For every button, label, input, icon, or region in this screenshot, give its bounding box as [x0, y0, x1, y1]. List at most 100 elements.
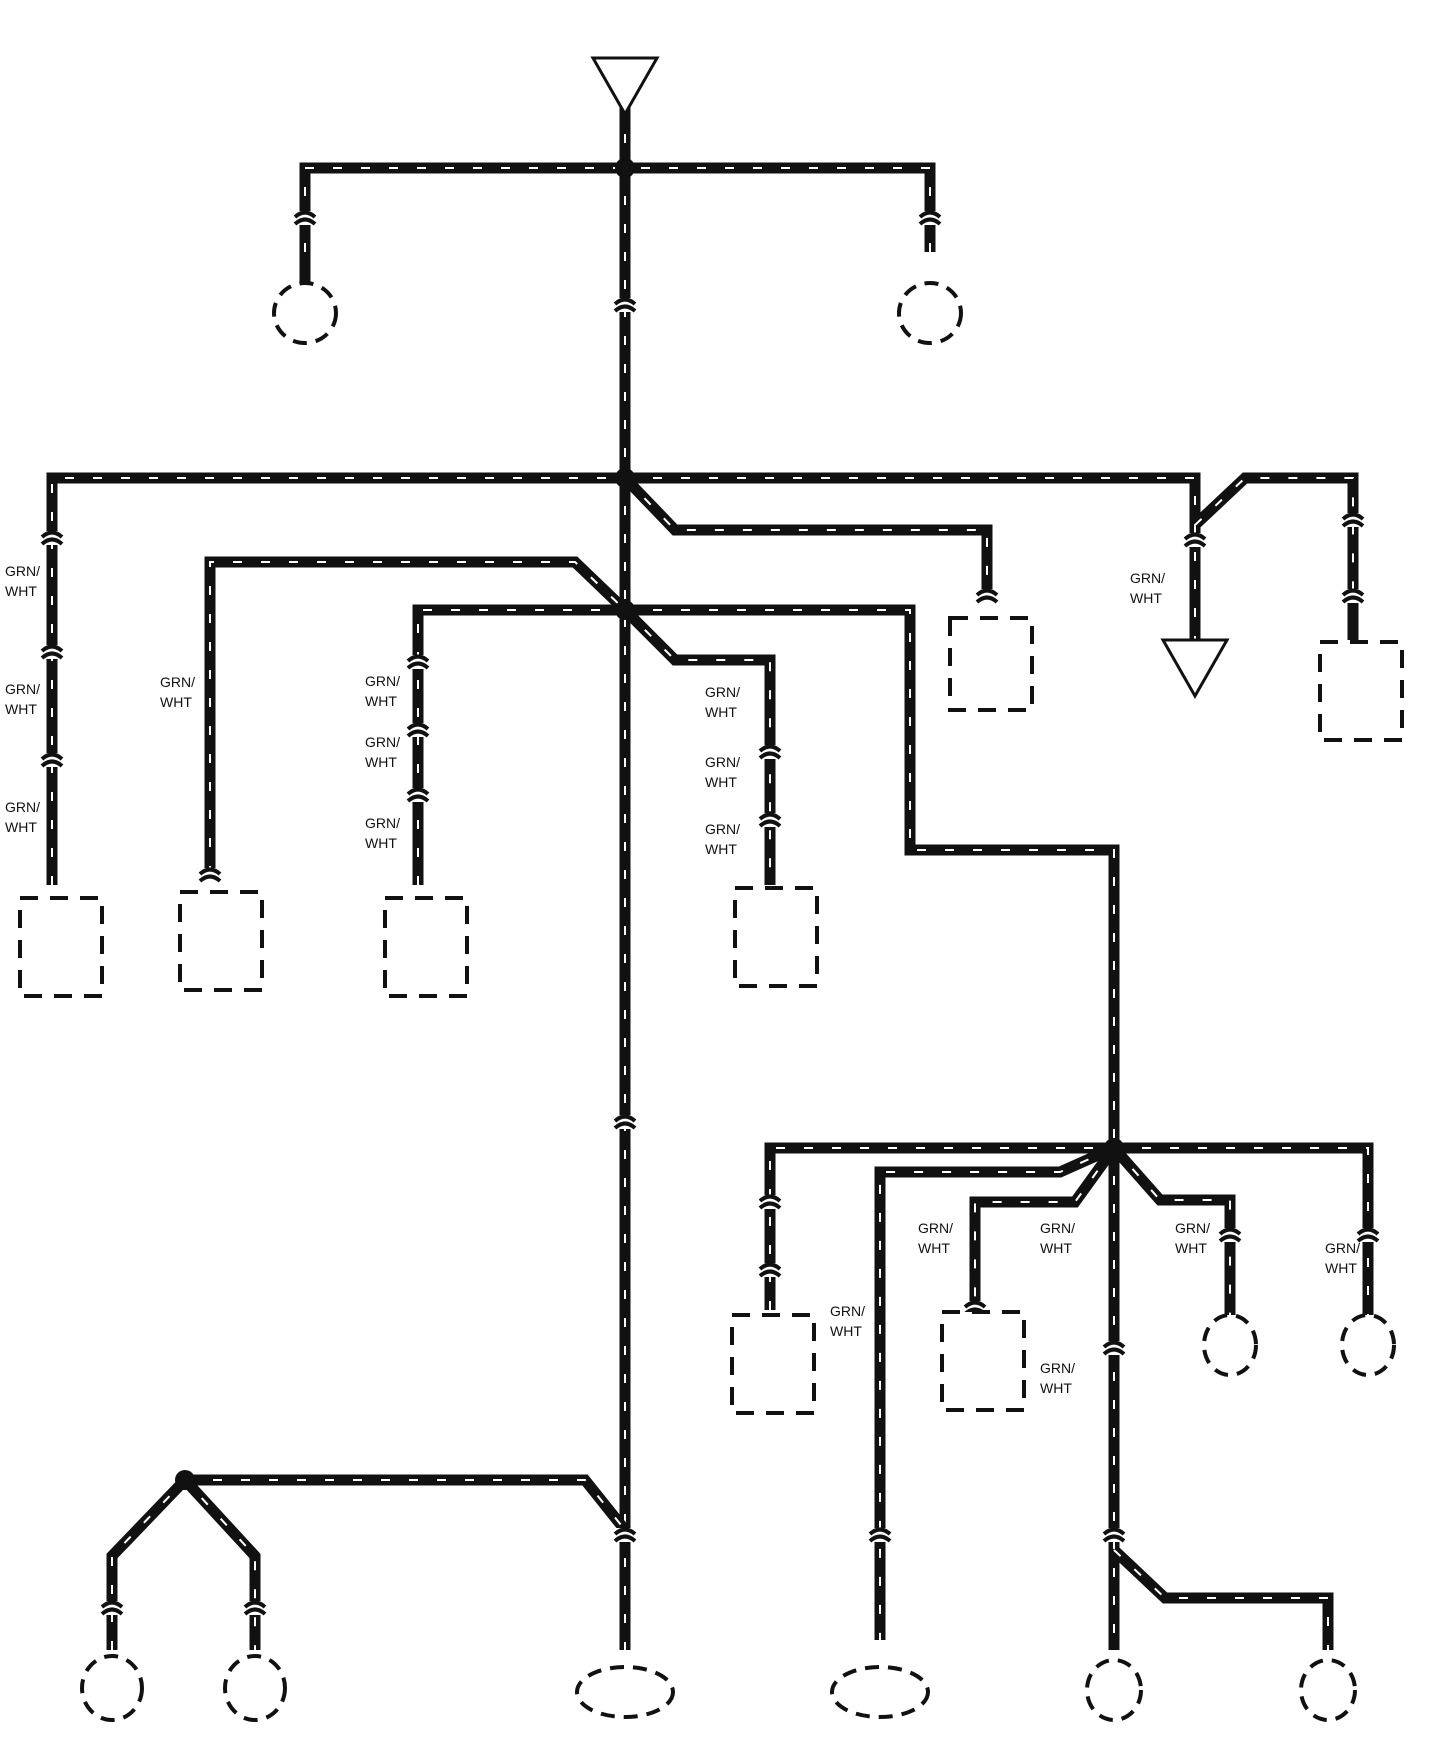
wire-color-label: GRN/WHT: [5, 681, 40, 717]
connector-upper: [918, 210, 942, 219]
wire-st02-stripe: [185, 1479, 626, 1531]
connector-lower: [1341, 519, 1365, 528]
connector-upper: [1356, 1227, 1380, 1236]
components-layer: [18, 56, 1404, 1722]
connector-lower: [758, 1269, 782, 1278]
connector-upper: [406, 654, 430, 663]
wire-color-label: GRN/WHT: [5, 563, 40, 599]
connector-lower: [406, 729, 430, 738]
wire-color-label: GRN/WHT: [705, 754, 740, 790]
splice-dot: [175, 1470, 195, 1490]
connector-lower: [1356, 1234, 1380, 1243]
connector-lower: [758, 1201, 782, 1210]
wire-transaxle: [204, 556, 629, 875]
wire-console-stripe: [879, 1147, 1115, 1640]
connector-upper: [975, 588, 999, 597]
connector-lower: [868, 1534, 892, 1543]
wire-color-label: GRN/WHT: [705, 821, 740, 857]
wire-sm23-feed: [625, 604, 1120, 1148]
wire-color-label: GRN/WHT: [365, 734, 400, 770]
connector-lower: [758, 751, 782, 760]
connector-upper: [1183, 532, 1207, 541]
connector-lower: [406, 661, 430, 670]
connector-upper: [40, 644, 64, 653]
connector-upper: [1102, 1527, 1126, 1536]
connector-upper: [100, 1600, 124, 1609]
labels-layer: GRN/WHT GRN/WHT GRN/WHT GRN/WHT GRN/WHT GRN/W…: [5, 563, 1360, 1396]
automatic-transaxle-switch-box: [178, 890, 264, 992]
wire-radio-stripe: [974, 1147, 1115, 1310]
wire-color-label: GRN/WHT: [160, 674, 195, 710]
radio-casette-player-box: [940, 1310, 1026, 1412]
cigarette-lighter-light-bulb: [1340, 1313, 1396, 1377]
wire-color-label: GRN/WHT: [1040, 1220, 1075, 1256]
driver-master-switch-box: [383, 896, 469, 998]
wire-cigarette-stripe: [1114, 1147, 1369, 1315]
lh-taillight-bulb: [1299, 1658, 1357, 1722]
connector-upper: [406, 722, 430, 731]
connector-upper: [40, 530, 64, 539]
rh-rear-window-switch-box: [730, 1313, 816, 1415]
connector-lower: [613, 1121, 637, 1130]
wire-color-label: GRN/WHT: [1040, 1360, 1075, 1396]
connector-upper: [1341, 588, 1365, 597]
wire-color-label: GRN/WHT: [705, 684, 740, 720]
vanity-mirror-lights-box: [1318, 640, 1404, 742]
connector-upper: [406, 787, 430, 796]
wire-color-label: GRN/WHT: [5, 799, 40, 835]
lh-tail-stop-light-bulb: [575, 1665, 675, 1719]
connector-lower: [1102, 1534, 1126, 1543]
lh-tail-stop-light-bulb: [1085, 1658, 1143, 1722]
wire-color-label: GRN/WHT: [1325, 1240, 1360, 1276]
connector-lower: [40, 651, 64, 660]
splice-dot: [615, 158, 635, 178]
splice-marker-a-triangle: [590, 56, 660, 118]
connector-lower: [40, 537, 64, 546]
connector-upper: [1341, 512, 1365, 521]
splice-dot: [615, 600, 635, 620]
connector-upper: [758, 812, 782, 821]
wire-color-label: GRN/WHT: [1175, 1220, 1210, 1256]
connector-lower: [1102, 1347, 1126, 1356]
connector-lower: [758, 819, 782, 828]
wire-color-label: GRN/WHT: [365, 673, 400, 709]
lh-front-park-turn-light-bulb: [897, 281, 963, 345]
wire-color-label: GRN/WHT: [365, 815, 400, 851]
wire-sm21-bus-stripe: [51, 477, 1196, 885]
connector-lower: [1183, 539, 1207, 548]
connector-lower: [1218, 1234, 1242, 1243]
connector-upper: [40, 752, 64, 761]
connector-upper: [613, 297, 637, 306]
connector-lower: [293, 217, 317, 226]
wire-ashtray-stripe: [1113, 1147, 1231, 1315]
wire-color-label: GRN/WHT: [918, 1220, 953, 1256]
connector-lower: [100, 1607, 124, 1616]
wire-taillight-stripe: [1113, 1549, 1329, 1650]
wire-lh-rear-stripe: [624, 609, 771, 885]
connector-lower: [1341, 595, 1365, 604]
connector-upper: [198, 867, 222, 876]
connector-upper: [1218, 1227, 1242, 1236]
connector-upper: [758, 1194, 782, 1203]
connector-upper: [758, 1262, 782, 1271]
connector-upper: [868, 1527, 892, 1536]
wire-color-label: GRN/WHT: [830, 1303, 865, 1339]
instrument-cluster-box: [948, 616, 1034, 712]
connector-lower: [613, 304, 637, 313]
wire-color-label: GRN/WHT: [1130, 570, 1165, 606]
wire-rh-rear: [764, 1142, 1114, 1310]
lh-front-park-light-bulb: [272, 281, 338, 345]
connector-lower: [613, 1534, 637, 1543]
ashtray-light-bulb: [1202, 1313, 1258, 1377]
connector-lower: [406, 794, 430, 803]
license-light-bulb: [223, 1654, 287, 1722]
connector-upper: [613, 1527, 637, 1536]
connector-upper: [1102, 1340, 1126, 1349]
wire-instrument-stripe: [624, 477, 988, 600]
splice-dot: [615, 468, 635, 488]
splice-dot: [1104, 1138, 1124, 1158]
connector-lower: [975, 595, 999, 604]
lh-rear-window-switch-box: [733, 886, 819, 988]
